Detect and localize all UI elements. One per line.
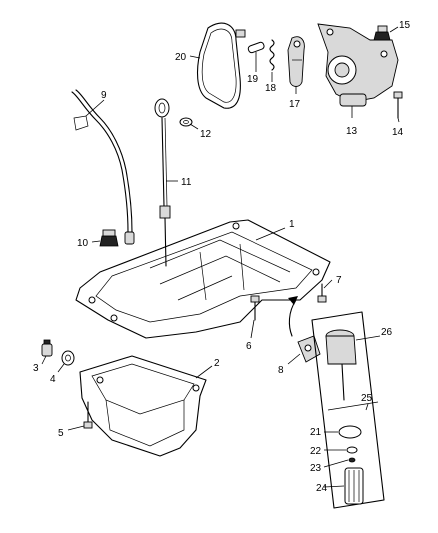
oil-pump-part-13[interactable] — [317, 23, 399, 107]
callout-8: 8 — [278, 365, 284, 376]
o-ring-part-12[interactable] — [179, 117, 193, 127]
callout-18: 18 — [265, 83, 277, 94]
dipstick-tube-part-9[interactable] — [71, 89, 135, 245]
callout-labels: 1 2 3 4 5 6 7 8 9 10 11 12 13 14 15 17 1… — [33, 20, 411, 494]
callout-9: 9 — [101, 90, 107, 101]
callout-3: 3 — [33, 363, 39, 374]
callout-6: 6 — [246, 341, 252, 352]
callout-19: 19 — [247, 74, 259, 85]
tensioner-part-17[interactable] — [287, 36, 305, 87]
callout-20: 20 — [175, 52, 187, 63]
callout-22: 22 — [310, 446, 322, 457]
o-ring-part-21[interactable] — [338, 425, 362, 439]
filter-housing-part-26[interactable] — [325, 329, 357, 401]
callout-13: 13 — [346, 126, 358, 137]
callout-17: 17 — [289, 99, 301, 110]
callout-10: 10 — [77, 238, 89, 249]
bolt-part-6[interactable] — [250, 295, 260, 321]
dipstick-part-11[interactable] — [154, 98, 171, 267]
plug-part-15[interactable] — [373, 25, 391, 41]
direction-arrow-icon — [288, 296, 298, 337]
filter-element-part-24[interactable] — [344, 467, 364, 505]
callout-24: 24 — [316, 483, 328, 494]
callout-25: 25 — [361, 393, 373, 404]
drain-plug-part-3[interactable] — [41, 339, 53, 357]
oil-filter-kit-panel — [311, 311, 385, 509]
seal-part-23[interactable] — [348, 457, 356, 463]
callout-14: 14 — [392, 127, 404, 138]
callout-23: 23 — [310, 463, 322, 474]
bolt-part-5[interactable] — [83, 401, 93, 429]
callout-7: 7 — [336, 275, 342, 286]
leader-lines — [41, 26, 400, 488]
pin-part-19[interactable] — [247, 41, 265, 54]
spring-part-18[interactable] — [269, 39, 275, 71]
callout-26: 26 — [381, 327, 393, 338]
callout-1: 1 — [289, 219, 295, 230]
washer-part-4[interactable] — [61, 350, 75, 366]
callout-11: 11 — [181, 177, 192, 188]
callout-5: 5 — [58, 428, 64, 439]
bolt-part-7[interactable] — [317, 283, 327, 303]
lower-oil-pan-part-2[interactable] — [79, 355, 207, 457]
callout-2: 2 — [214, 358, 220, 369]
plug-part-10[interactable] — [99, 229, 119, 247]
belt-part-20[interactable] — [196, 22, 246, 109]
callout-12: 12 — [200, 129, 212, 140]
upper-oil-pan-part-1[interactable] — [75, 219, 331, 339]
callout-4: 4 — [50, 374, 56, 385]
callout-15: 15 — [399, 20, 411, 31]
bolt-part-14[interactable] — [393, 91, 403, 119]
seal-part-22[interactable] — [346, 446, 358, 454]
callout-21: 21 — [310, 427, 322, 438]
